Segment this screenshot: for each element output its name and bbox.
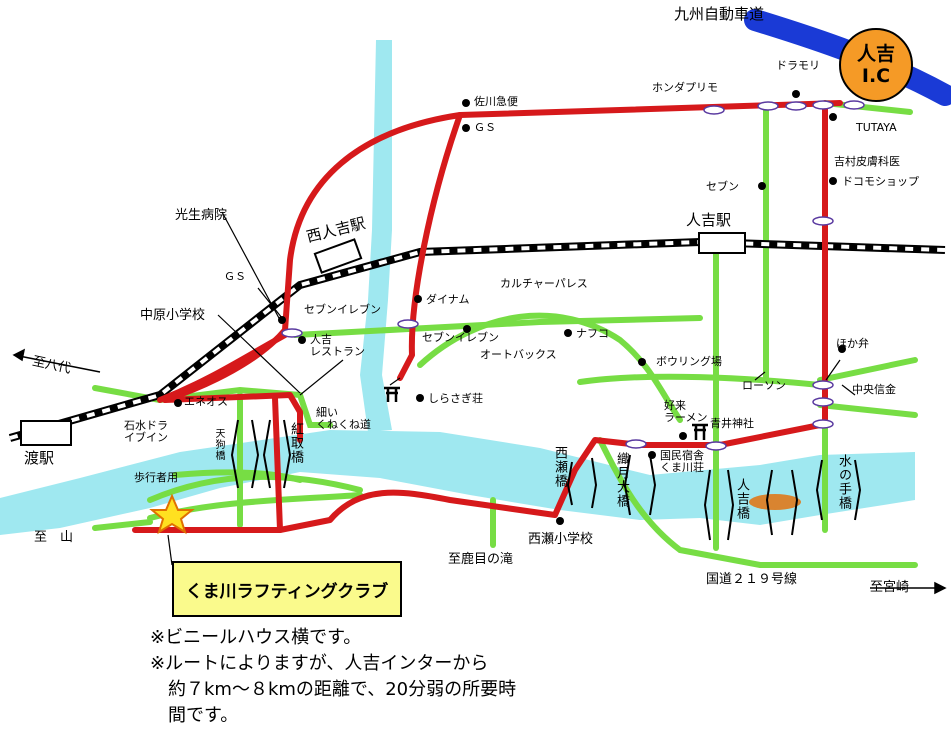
- road-red-kotori: [272, 395, 283, 533]
- direction-arrows: [12, 348, 947, 595]
- road-culture: [417, 312, 683, 423]
- landmark-nakahara: 中原小学校: [140, 308, 206, 323]
- direction-yama: 至 山: [34, 530, 74, 545]
- landmark-autobacs: オートバックス: [480, 348, 557, 361]
- landmark-seven-eleven-1: セブンイレブン: [304, 303, 381, 316]
- landmark-gs-top: ＧＳ: [474, 121, 496, 134]
- road-red-mid: [397, 112, 463, 381]
- landmark-sagawa: 佐川急便: [474, 95, 518, 108]
- road-kotori: [297, 392, 333, 428]
- bridge-nishise: 西瀬橋: [552, 446, 567, 488]
- bridge-mizunote: 水の手橋: [836, 454, 851, 510]
- landmark-yoshimura: 吉村皮膚科医: [834, 155, 900, 168]
- bridge-kotori: 紅取橋: [288, 422, 303, 464]
- landmark-hitoyoshi-restaurant: 人吉 レストラン: [310, 333, 365, 358]
- landmark-culture-palace: カルチャーパレス: [500, 277, 588, 290]
- landmark-docomo: ドコモショップ: [842, 175, 919, 188]
- road-bowling: [577, 373, 823, 388]
- bridge-tengu: 天狗橋: [213, 428, 224, 461]
- ic-badge-line1: 人吉: [856, 43, 895, 65]
- direction-miyazaki: 至宮崎: [870, 580, 910, 595]
- landmark-hosoi: 細い くねくね道: [316, 406, 371, 431]
- road-red-left2: [157, 332, 288, 403]
- landmark-chuo-shinkin: 中央信金: [852, 383, 896, 396]
- station-box-hitoyoshi: [698, 232, 746, 254]
- highway-label: 九州自動車道: [674, 5, 765, 23]
- bridges-lines: [230, 419, 862, 541]
- road-east-2: [817, 402, 918, 418]
- station-label-watari: 渡駅: [24, 449, 55, 467]
- landmark-gs-left: ＧＳ: [224, 270, 246, 283]
- landmark-nishise-school: 西瀬小学校: [528, 532, 594, 547]
- rafting-club-star-icon: [149, 493, 195, 535]
- station-box-watari: [20, 420, 72, 446]
- station-label-hitoyoshi: 人吉駅: [686, 211, 732, 229]
- direction-kanome: 至鹿目の滝: [448, 552, 514, 567]
- landmark-tutaya: TUTAYA: [856, 121, 897, 134]
- landmark-hokosha: 歩行者用: [134, 471, 178, 484]
- landmark-ishimizu: 石水ドラ イブイン: [124, 419, 168, 444]
- ic-badge-line2: I.C: [861, 65, 891, 87]
- landmark-lawson: ローソン: [742, 379, 786, 392]
- road-north-extend: [537, 315, 703, 325]
- landmark-dots: [174, 90, 846, 525]
- hitoyoshi-ic-badge: 人吉 I.C: [839, 28, 913, 102]
- landmark-seven-north: セブン: [706, 180, 739, 193]
- note-line-3: 約７km～８kmの距離で、20分弱の所要時: [150, 679, 517, 700]
- note-line-2: ※ルートによりますが、人吉インターから: [150, 653, 489, 674]
- landmark-seven-eleven-2: セブンイレブン: [422, 331, 499, 344]
- road-red-left: [162, 112, 463, 403]
- road-red-west: [162, 392, 303, 443]
- road-lower-2: [92, 519, 153, 531]
- shrine-icons: [384, 386, 708, 440]
- bridge-orizuki: 織月大橋: [614, 452, 629, 508]
- railway-dashes: [9, 239, 946, 440]
- landmark-dainamu: ダイナム: [426, 293, 470, 306]
- landmark-hokaben: ほか弁: [836, 337, 869, 350]
- landmark-eneos: エネオス: [184, 395, 228, 408]
- landmark-aoi-jinja: 青井神社: [710, 417, 754, 430]
- sand-bar: [749, 494, 801, 510]
- pointer-lines: [167, 211, 856, 566]
- rafting-club-callout: くま川ラフティングクラブ: [172, 561, 402, 617]
- landmark-shirasagi: しらさぎ荘: [428, 392, 483, 405]
- landmark-doramori: ドラモリ: [776, 59, 820, 72]
- landmark-kosei: 光生病院: [175, 208, 228, 223]
- landmark-honda: ホンダプリモ: [652, 81, 718, 94]
- landmark-bowling: ボウリング場: [656, 355, 722, 368]
- landmark-kokumin: 国民宿舎 くま川荘: [660, 449, 704, 474]
- road-east-1: [817, 357, 918, 383]
- road-orizuki: [597, 437, 918, 568]
- landmark-nafuko: ナフコ: [576, 327, 609, 340]
- bridge-hitoyoshi: 人吉橋: [734, 478, 749, 520]
- road-north-1: [292, 319, 543, 338]
- note-line-1: ※ビニールハウス横です。: [150, 627, 362, 648]
- note-line-4: 間です。: [150, 705, 239, 726]
- tributary-river: [360, 40, 392, 432]
- landmark-korai-ramen: 好来 ラーメン: [664, 399, 708, 424]
- route-label: 国道２１９号線: [706, 572, 798, 587]
- kuma-river: [0, 430, 915, 535]
- road-red-lower: [132, 422, 823, 533]
- road-field-3: [172, 469, 303, 483]
- traffic-signals: [281, 100, 865, 451]
